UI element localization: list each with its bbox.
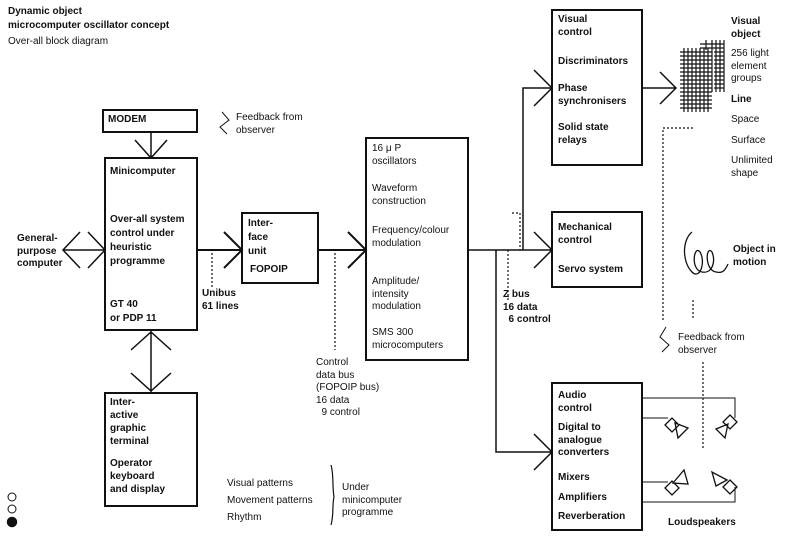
osc-line1: 16 μ P oscillators (372, 143, 417, 167)
unibus-label: Unibus 61 lines (202, 288, 239, 312)
title-line2: microcomputer oscillator concept (8, 20, 170, 31)
feedback-top-label: Feedback from observer (236, 112, 303, 136)
terminal-arrow (130, 330, 172, 393)
speaker-wiring (642, 397, 736, 503)
loudspeaker-icon (664, 414, 738, 496)
general-arrow (61, 231, 107, 269)
osc-line2: Waveform construction (372, 183, 426, 207)
feedback-right-label: Feedback from observer (678, 332, 745, 356)
visual-line1: Visual control (558, 14, 592, 38)
interface-name: Inter- face unit (248, 218, 273, 257)
brace (330, 464, 335, 526)
surface-label: Surface (731, 135, 766, 146)
zbus-line (468, 69, 554, 471)
page-dot-active (6, 516, 18, 528)
line-label: Line (731, 94, 752, 105)
audio-line4: Amplifiers (558, 492, 607, 503)
osc-line4: Amplitude/ intensity modulation (372, 276, 421, 312)
under-programme-label: Under minicomputer programme (342, 482, 403, 518)
audio-box (551, 382, 643, 531)
space-label: Space (731, 114, 760, 125)
visual-object-label: Visual object (731, 16, 761, 40)
mech-line1: Mechanical control (558, 222, 612, 246)
unibus-line (197, 231, 244, 269)
modem-label: MODEM (108, 114, 147, 125)
visual-object-arrow (642, 71, 678, 105)
unlimited-label: Unlimited shape (731, 155, 773, 179)
interface-code: FOPOIP (250, 264, 288, 275)
fopoip-line (318, 231, 368, 269)
osc-line3: Frequency/colour modulation (372, 225, 450, 249)
page-dot (7, 504, 17, 514)
visual-line3: Phase synchronisers (558, 83, 627, 107)
object-motion-label: Object in motion (733, 244, 776, 268)
mech-line2: Servo system (558, 264, 624, 275)
object-in-motion-icon (683, 231, 729, 275)
minicomputer-model: GT 40 or PDP 11 (110, 299, 157, 324)
visual-line2: Discriminators (558, 56, 629, 67)
light-groups-label: 256 light element groups (731, 48, 769, 84)
terminal-line2: Operator keyboard and display (110, 458, 166, 495)
feedback-zigzag-icon (219, 111, 230, 135)
minicomputer-name: Minicomputer (110, 166, 176, 177)
patterns-list: Visual patterns Movement patterns Rhythm (227, 478, 313, 523)
general-purpose-label: General- purpose computer (17, 233, 63, 269)
audio-line2: Digital to analogue converters (558, 422, 610, 458)
audio-line3: Mixers (558, 472, 590, 483)
audio-line5: Reverberation (558, 511, 626, 522)
osc-line5: SMS 300 microcomputers (372, 327, 444, 351)
modem-box (102, 109, 198, 133)
title-line1: Dynamic object (8, 6, 82, 17)
visual-line4: Solid state relays (558, 122, 609, 146)
feedback-zigzag-icon (659, 326, 670, 353)
modem-arrow (134, 132, 168, 160)
subtitle: Over-all block diagram (8, 36, 109, 47)
minicomputer-desc: Over-all system control under heuristic … (110, 214, 185, 267)
zbus-label: Z bus 16 data 6 control (503, 289, 551, 325)
loudspeakers-label: Loudspeakers (668, 517, 736, 528)
terminal-line1: Inter- active graphic terminal (110, 397, 149, 447)
audio-line1: Audio control (558, 390, 592, 414)
light-element-grid-icon (680, 40, 725, 112)
control-bus-label: Control data bus (FOPOIP bus) 16 data 9 … (316, 357, 380, 418)
page-dot (7, 492, 17, 502)
interface-box (241, 212, 319, 284)
